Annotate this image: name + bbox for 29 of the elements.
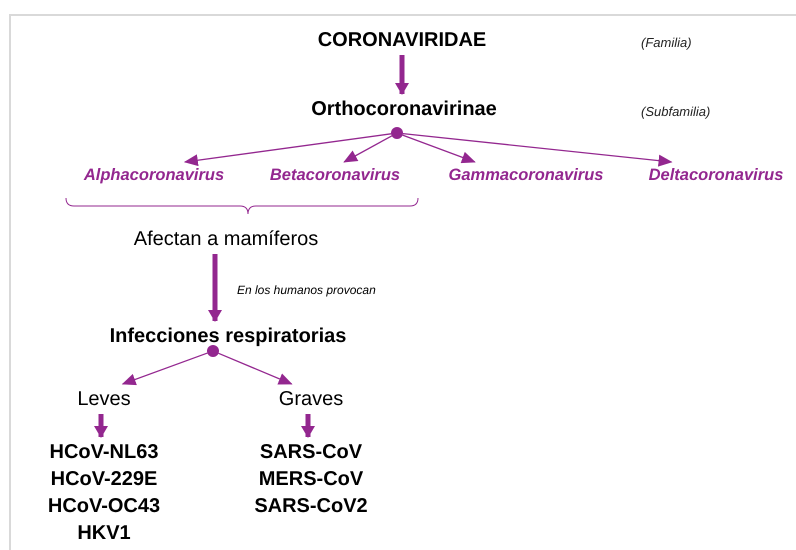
arrow — [94, 414, 108, 438]
virus-name: SARS-CoV2 — [254, 494, 368, 519]
virus-name: HCoV-NL63 — [50, 440, 158, 465]
heading-text: CORONAVIRIDAE — [318, 28, 486, 53]
genus-label: Deltacoronavirus — [648, 165, 784, 186]
virus-name: SARS-CoV — [260, 440, 362, 465]
category-label: Afectan a mamíferos — [134, 227, 318, 252]
genus-label: Gammacoronavirus — [448, 165, 604, 186]
category-label: Leves — [77, 387, 131, 412]
virus-name: HKV1 — [77, 521, 131, 546]
arrow — [184, 133, 392, 166]
arrow — [122, 352, 208, 386]
arrow — [218, 352, 293, 385]
annotation-text: (Subfamilia) — [641, 103, 710, 121]
genus-label: Alphacoronavirus — [84, 165, 224, 186]
arrow — [395, 55, 409, 95]
virus-name: MERS-CoV — [258, 467, 364, 492]
virus-name: HCoV-OC43 — [48, 494, 160, 519]
heading-text: Orthocoronavirinae — [311, 97, 497, 122]
arrow — [301, 414, 315, 438]
annotation-text: (Familia) — [641, 34, 692, 52]
category-label: Graves — [278, 387, 344, 412]
genus-label: Betacoronavirus — [270, 165, 400, 186]
arrow — [208, 254, 222, 322]
arrow — [402, 132, 672, 167]
arrow — [343, 135, 392, 163]
virus-name: HCoV-229E — [50, 467, 158, 492]
arrow — [402, 134, 476, 164]
heading-text: Infecciones respiratorias — [110, 324, 346, 349]
